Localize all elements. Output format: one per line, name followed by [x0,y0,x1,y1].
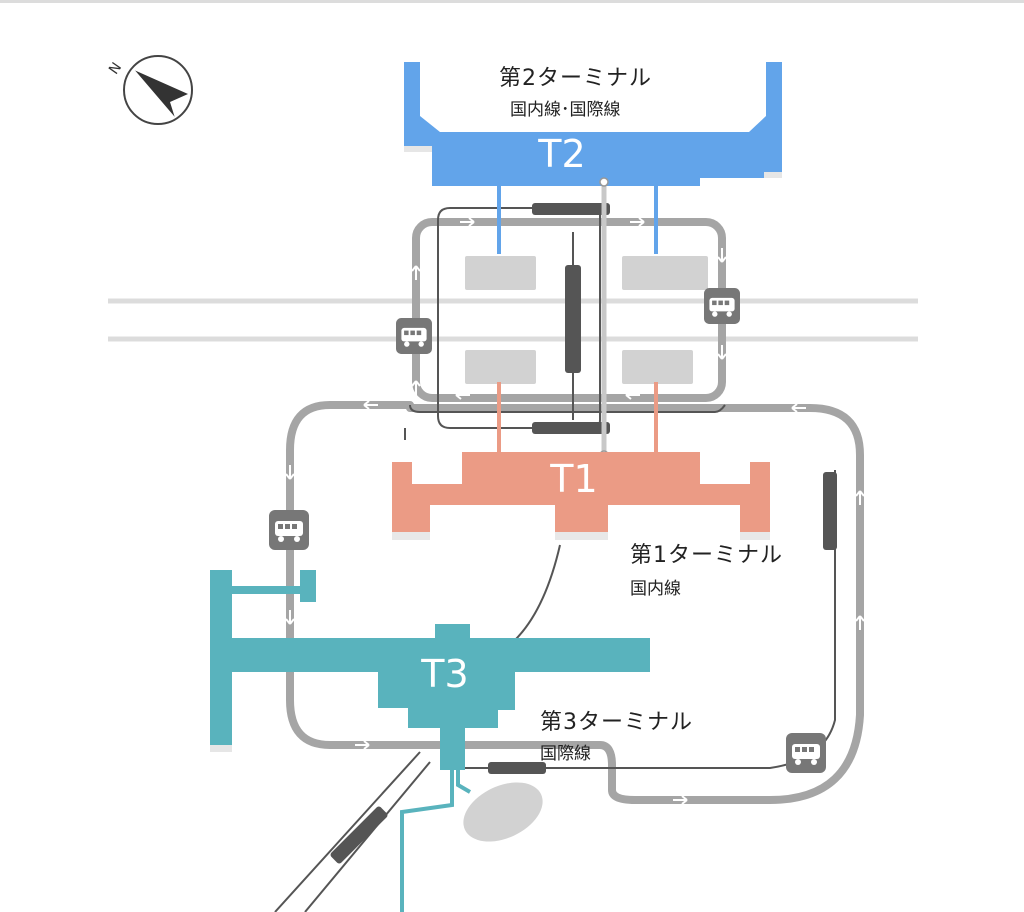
compass-icon: N [106,55,193,125]
parking-blocks [465,256,708,384]
top-divider [0,0,1024,3]
terminal-3-building [210,570,650,912]
terminal-3-service: 国際線 [540,744,591,764]
terminal-2-code: T2 [538,132,586,176]
terminal-2-service: 国内線･国際線 [510,100,621,120]
terminal-1-name: 第1ターミナル [630,543,783,568]
terminal-3-name: 第3ターミナル [540,710,693,735]
rail-platforms [330,203,837,864]
one-way-arrow-icon [285,217,865,805]
terminal-3-code: T3 [421,652,469,696]
highway [108,298,918,342]
terminal-2-building [404,62,782,254]
terminal-2-name: 第2ターミナル [499,66,652,91]
terminal-1-code: T1 [550,457,598,501]
terminal-1-building [392,382,770,540]
terminal-1-service: 国内線 [630,579,681,599]
compass-north-label: N [106,60,125,78]
